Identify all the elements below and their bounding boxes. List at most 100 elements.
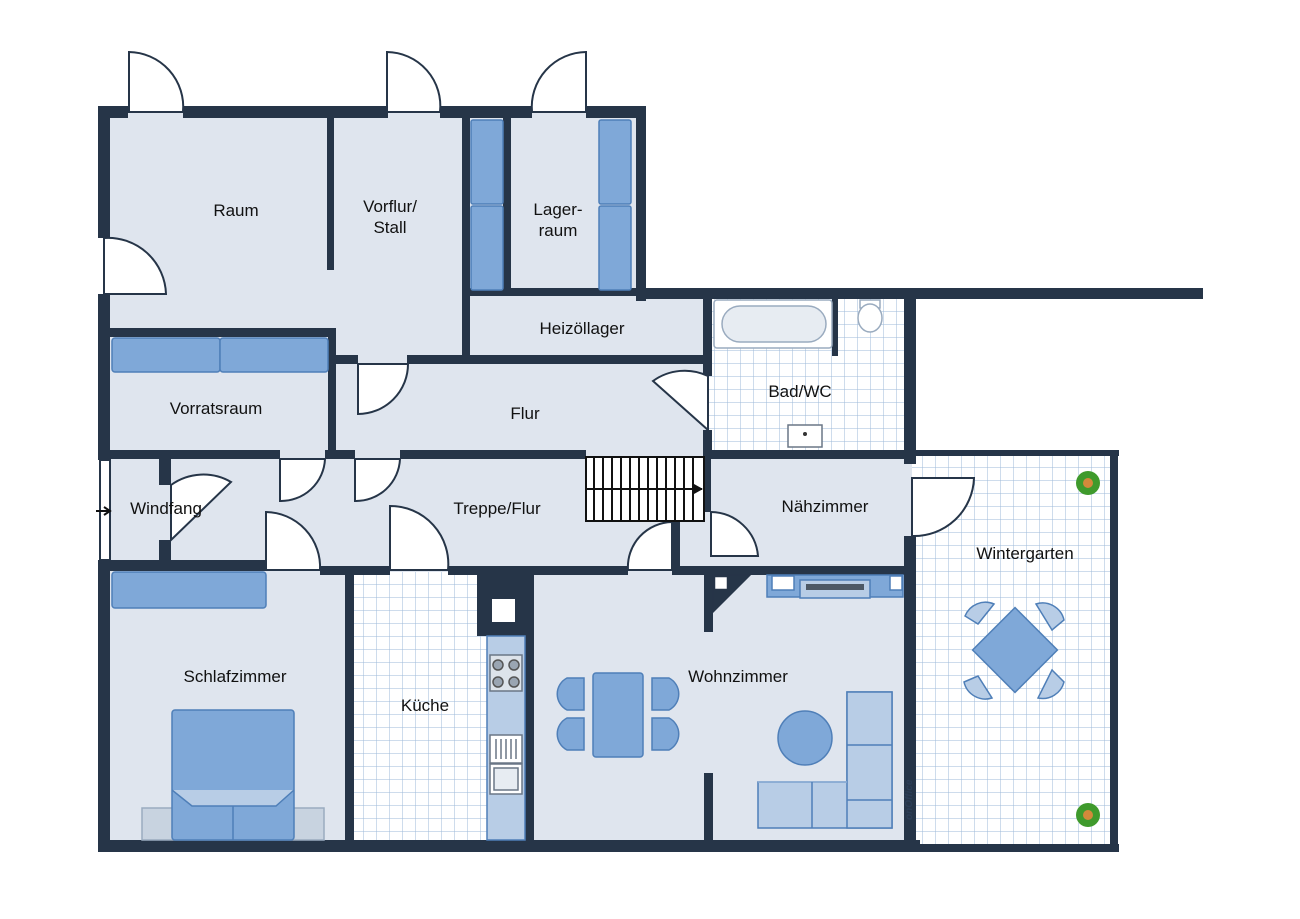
door-swing (651, 369, 709, 433)
tv-sideboard (766, 574, 904, 599)
wall (912, 844, 1119, 852)
wall (912, 450, 1119, 456)
wall (704, 773, 713, 846)
door-swing (389, 504, 450, 571)
shelf (470, 119, 504, 205)
bathtub (713, 299, 833, 349)
room-label-kueche: Küche (401, 696, 449, 715)
plant-icon (1076, 471, 1100, 495)
room-label-windfang: Windfang (130, 499, 202, 518)
wall (325, 450, 355, 459)
room-label-heizoel: Heizöllager (539, 319, 624, 338)
room-label-raum: Raum (213, 201, 258, 220)
door-swing (710, 510, 760, 557)
wall (98, 840, 920, 852)
room-label-schlaf: Schlafzimmer (184, 667, 287, 686)
wall (503, 112, 511, 294)
round-table (777, 710, 833, 766)
wall (440, 106, 532, 118)
shelf (598, 205, 632, 291)
room-label-wintergarten: Wintergarten (976, 544, 1073, 563)
onoffice-logo: onOffice (904, 779, 915, 820)
room-label-bad: Bad/WC (768, 382, 831, 401)
room-label-wohn: Wohnzimmer (688, 667, 788, 686)
kitchen-counter (486, 635, 526, 841)
wall (104, 450, 280, 459)
room-label-treppe: Treppe/Flur (453, 499, 541, 518)
wall (904, 288, 916, 464)
room-label-lager-2: raum (539, 221, 578, 240)
wall (159, 459, 171, 485)
wall (1110, 450, 1118, 852)
door-swing (279, 458, 327, 503)
door-swing (265, 510, 322, 571)
chimney-flue (490, 597, 517, 624)
wall (636, 106, 646, 301)
wall (703, 296, 712, 376)
wall (104, 328, 336, 337)
wall (98, 560, 110, 852)
wall (183, 106, 388, 118)
wall (672, 512, 680, 572)
door-swing (354, 458, 402, 503)
wall (336, 355, 358, 364)
wall (98, 106, 110, 238)
shelf (111, 337, 221, 373)
stairs (585, 456, 705, 522)
plant-icon (1076, 803, 1100, 827)
door-swing (103, 236, 168, 295)
wall (832, 296, 838, 356)
wall (462, 112, 470, 358)
wall (904, 536, 916, 852)
walls (98, 106, 1203, 852)
entrance-door (96, 459, 112, 561)
wall (400, 450, 586, 459)
wall (703, 450, 913, 459)
door-swing (357, 363, 410, 416)
wall (703, 430, 712, 456)
wall (328, 328, 336, 454)
wall (448, 566, 628, 575)
door-swing (170, 473, 233, 543)
shelf (470, 205, 504, 291)
door-swing (626, 520, 673, 571)
room-labels: Raum Vorflur/ Stall Lager- raum Heizölla… (130, 197, 1074, 715)
wall (525, 570, 534, 846)
wall (672, 566, 912, 575)
room-label-lager-1: Lager- (533, 200, 582, 219)
toilet (857, 299, 883, 333)
wall (704, 566, 713, 632)
door-swing (128, 50, 185, 113)
wall (327, 112, 334, 270)
wall (320, 566, 390, 575)
wall (407, 355, 467, 364)
shelf (219, 337, 329, 373)
shelf (598, 119, 632, 205)
room-label-vorflur-1: Vorflur/ (363, 197, 417, 216)
room-label-vorflur-2: Stall (373, 218, 406, 237)
wall (636, 288, 1203, 299)
sofa (757, 691, 893, 829)
wall (462, 288, 642, 296)
wall (98, 294, 110, 460)
room-label-vorrat: Vorratsraum (170, 399, 263, 418)
wall (98, 560, 268, 571)
wall (703, 456, 711, 512)
wall (586, 106, 644, 118)
wall (462, 355, 710, 364)
wall (345, 570, 354, 846)
patio-set (963, 601, 1065, 700)
dining-set (556, 672, 680, 758)
door-swing (530, 50, 587, 113)
room-label-naeh: Nähzimmer (782, 497, 869, 516)
door-swing (386, 50, 442, 113)
furniture (111, 119, 1065, 841)
wardrobe (111, 571, 267, 609)
door-swing (911, 477, 976, 538)
kitchen-tiles (352, 572, 490, 842)
doors (103, 50, 976, 571)
bed (141, 709, 325, 841)
washbasin (787, 424, 823, 448)
room-label-flur: Flur (510, 404, 540, 423)
